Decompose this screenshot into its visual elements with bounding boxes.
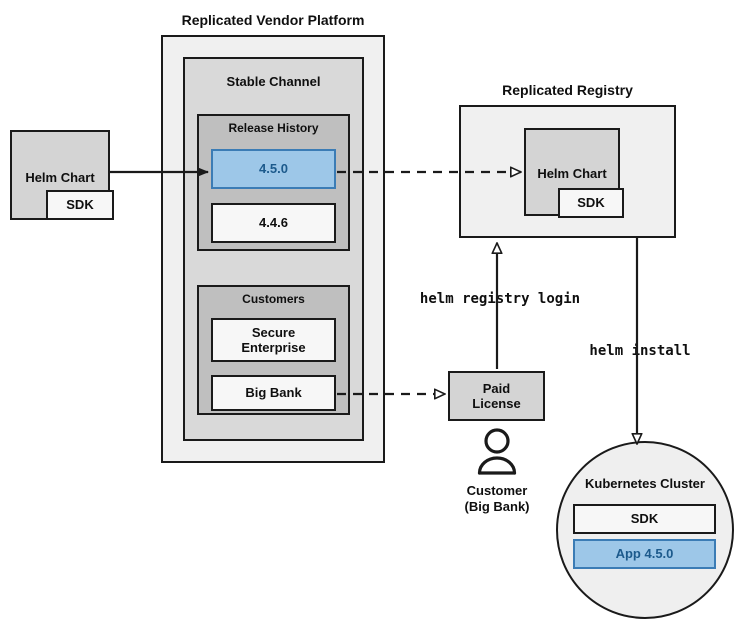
customer-name-line1: Secure <box>251 324 296 340</box>
paid-license-box: Paid License <box>448 371 545 421</box>
command-helm-registry-login: helm registry login <box>419 291 581 307</box>
vendor-platform-title: Replicated Vendor Platform <box>181 12 365 28</box>
kubernetes-cluster-title: Kubernetes Cluster <box>585 476 705 491</box>
customer-actor-line1: Customer <box>466 483 528 498</box>
customer-item-big-bank[interactable]: Big Bank <box>211 375 336 411</box>
registry-title: Replicated Registry <box>502 82 633 98</box>
person-icon <box>477 428 517 475</box>
cluster-app-box: App 4.5.0 <box>573 539 716 569</box>
release-item-4-5-0[interactable]: 4.5.0 <box>211 149 336 189</box>
stable-channel-title: Stable Channel <box>226 74 321 89</box>
paid-license-line2: License <box>472 396 521 411</box>
customers-title: Customers <box>242 292 305 306</box>
command-helm-install: helm install <box>589 343 691 359</box>
paid-license-line1: Paid <box>482 380 511 396</box>
release-item-4-4-6[interactable]: 4.4.6 <box>211 203 336 243</box>
cluster-sdk-box: SDK <box>573 504 716 534</box>
registry-helm-chart-sdk: SDK <box>558 188 624 218</box>
customer-name-line2: Enterprise <box>241 340 306 355</box>
customer-actor-line2: (Big Bank) <box>464 498 530 514</box>
helm-chart-source-sdk: SDK <box>46 190 114 220</box>
customer-actor-label: Customer (Big Bank) <box>437 483 557 514</box>
customer-item-secure-enterprise[interactable]: Secure Enterprise <box>211 318 336 362</box>
release-history-title: Release History <box>228 121 319 135</box>
